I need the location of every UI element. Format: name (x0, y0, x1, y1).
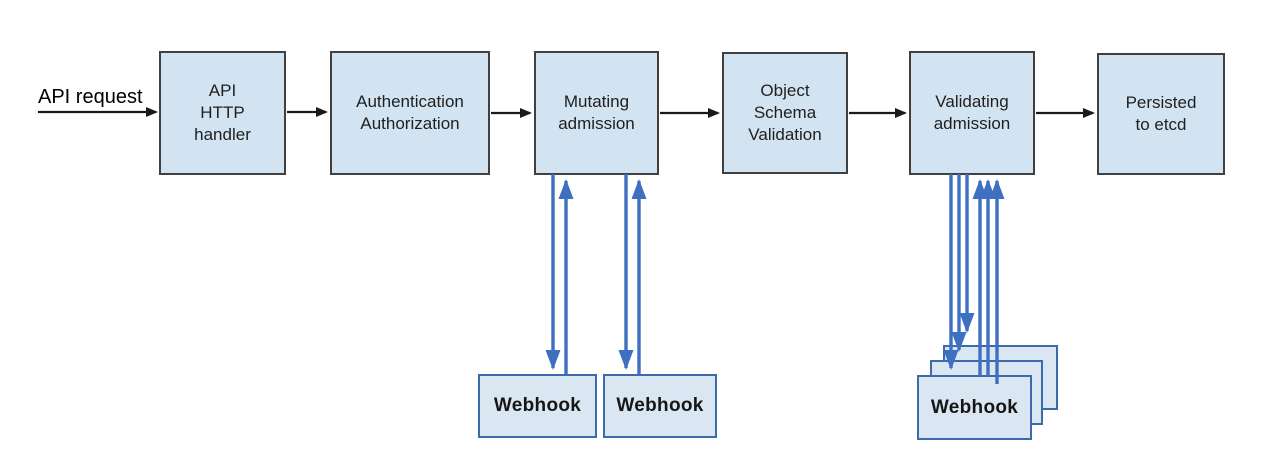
node-label-line: Schema (753, 103, 817, 122)
node-label-line: Mutating (563, 92, 630, 111)
node-label-line: HTTP (200, 103, 245, 122)
node-api-http-handler: API HTTP handler (159, 51, 286, 175)
mutating-webhook-1: Webhook (478, 374, 597, 438)
webhook-label: Webhook (616, 395, 704, 416)
node-persisted-to-etcd: Persisted to etcd (1097, 53, 1225, 175)
node-mutating-admission: Mutating admission (534, 51, 659, 175)
node-label-line: admission (558, 114, 635, 133)
api-request-label: API request (38, 86, 143, 108)
node-object-schema-validation: Object Schema Validation (722, 52, 848, 174)
webhook-label: Webhook (493, 395, 582, 416)
node-label-line: Authentication (356, 92, 464, 111)
node-label-line: to etcd (1135, 115, 1187, 134)
validating-webhook-front: Webhook (917, 375, 1032, 440)
node-label-line: Persisted (1125, 93, 1197, 112)
webhook-label: Webhook (930, 396, 1019, 418)
node-label-line: admission (933, 114, 1011, 133)
node-validating-admission: Validating admission (909, 51, 1035, 175)
node-label-line: handler (194, 125, 251, 144)
node-label-line: Validating (935, 92, 1009, 111)
mutating-webhook-2: Webhook (603, 374, 717, 438)
node-label-line: API (208, 81, 237, 100)
node-label-line: Object (760, 81, 810, 100)
node-label-line: Validation (748, 125, 822, 144)
node-label-line: Authorization (360, 114, 460, 133)
node-authentication-authorization: Authentication Authorization (330, 51, 490, 175)
